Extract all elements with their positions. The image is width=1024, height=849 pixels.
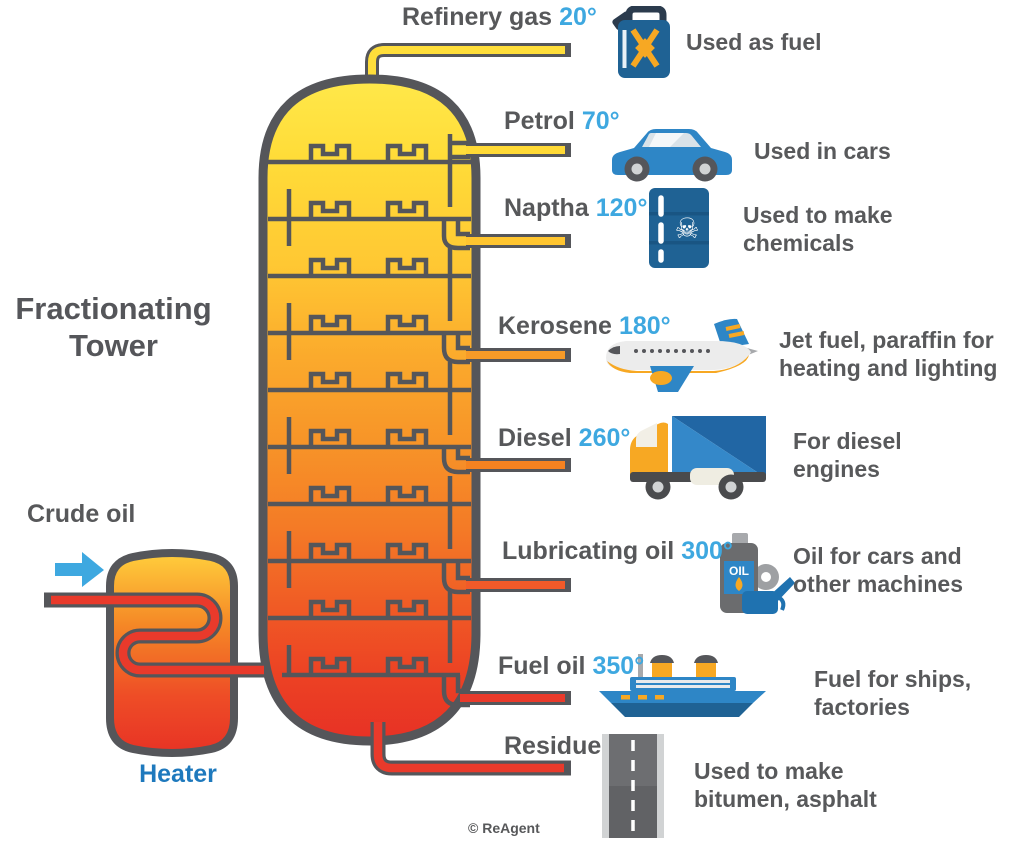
- residue-pipe: [370, 722, 571, 776]
- fraction-name: Refinery gas: [402, 3, 553, 31]
- fraction-name: Lubricating oil: [502, 537, 675, 565]
- fraction-label-residue: Residue: [504, 732, 608, 761]
- airplane-icon: [606, 318, 758, 392]
- fraction-use-lubricating-oil: Oil for cars and other machines: [793, 543, 963, 598]
- fraction-use-kerosene: Jet fuel, paraffin for heating and light…: [779, 327, 998, 382]
- fraction-name: Fuel oil: [498, 652, 586, 680]
- fraction-temperature: 180°: [618, 312, 671, 340]
- fraction-use-naptha: Used to make chemicals: [743, 202, 893, 257]
- fraction-name: Residue: [504, 732, 602, 760]
- fraction-temperature: 20°: [559, 3, 597, 31]
- ship-icon: [599, 654, 766, 717]
- fraction-use-refinery-gas: Used as fuel: [686, 29, 822, 55]
- fraction-name: Naptha: [504, 194, 589, 222]
- skull-crossbones-glyph: ☠: [674, 212, 699, 245]
- crude-oil-pipe: [44, 592, 268, 678]
- fraction-use-fuel-oil: Fuel for ships, factories: [814, 666, 972, 721]
- fraction-use-diesel: For diesel engines: [793, 428, 902, 483]
- road-icon: [602, 734, 664, 838]
- svg-text:OIL: OIL: [729, 564, 749, 578]
- fraction-temperature: 300°: [681, 537, 733, 565]
- jerry-can-icon: [612, 6, 670, 78]
- car-icon: [612, 129, 732, 182]
- chemical-barrel-icon: ☠: [649, 188, 709, 268]
- fraction-temperature: 70°: [581, 107, 620, 135]
- diagram-title: Fractionating Tower: [15, 291, 212, 363]
- fraction-name: Diesel: [498, 424, 572, 452]
- refinery-gas-pipe: [365, 43, 571, 92]
- tower-body: [258, 74, 481, 746]
- fraction-temperature: 120°: [595, 194, 648, 222]
- fraction-temperature: 260°: [578, 424, 631, 452]
- fraction-name: Kerosene: [498, 312, 612, 340]
- crude-oil-label: Crude oil: [27, 500, 136, 528]
- fraction-temperature: 350°: [592, 652, 645, 680]
- crude-oil-arrow: [55, 552, 104, 587]
- truck-icon: [630, 416, 766, 500]
- copyright-label: © ReAgent: [468, 820, 540, 836]
- fraction-use-petrol: Used in cars: [754, 138, 891, 164]
- fraction-use-residue: Used to make bitumen, asphalt: [694, 758, 877, 813]
- fraction-name: Petrol: [504, 107, 575, 135]
- oil-bottle-icon: OIL: [720, 533, 795, 614]
- heater-label: Heater: [139, 760, 217, 788]
